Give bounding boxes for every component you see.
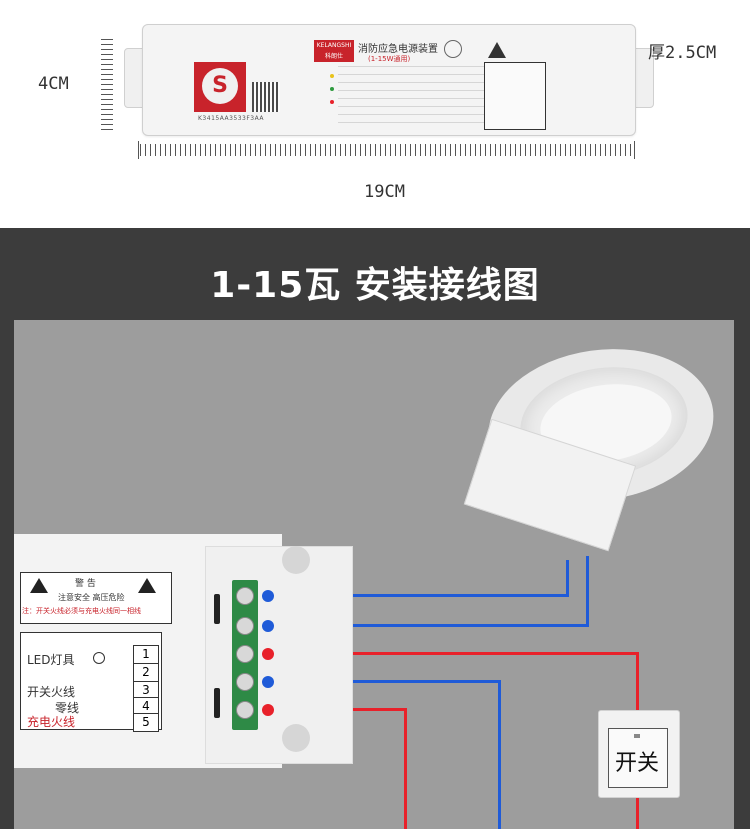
product-sub: (1-15W通用) [368,55,411,63]
device-wiring-label [484,62,546,130]
terminal-screw-5 [236,701,254,719]
product-name: 消防应急电源装置 [358,44,438,55]
vent-slot-top [214,594,220,624]
connector-dot-3 [262,648,274,660]
wire-red-3-down [636,652,639,710]
wire-red-3 [268,652,638,655]
switch-label: 开关 [614,751,659,776]
brand-name: KELANGSHI [316,42,352,49]
legend-row-3-label: 开关火线 [27,685,76,699]
wire-blue-2 [268,624,588,627]
legend-num-3: 3 [133,681,159,700]
terminal-housing [205,546,353,764]
s-logo-icon: S [202,68,238,104]
width-ruler [140,144,634,156]
wire-red-5-down [404,708,407,829]
thickness-label: 厚2.5CM [648,43,717,63]
connector-dot-1 [262,590,274,602]
serial-number: K3415AA3533F3AA [198,115,264,122]
width-label: 19CM [364,182,405,202]
indicator-yellow [330,74,334,78]
terminal-screw-1 [236,587,254,605]
high-voltage-icon [138,578,156,593]
warning-triangle-icon [30,578,48,593]
connector-dot-2 [262,620,274,632]
wire-blue-4 [268,680,500,683]
banner [0,228,750,316]
terminal-screw-3 [236,645,254,663]
height-label: 4CM [38,74,69,94]
banner-title: 1-15瓦 安装接线图 [210,265,540,306]
ccc-cert-icon [444,40,462,58]
switch-rocker [608,728,668,788]
warning-title: 警 告 [75,579,96,589]
indicator-red [330,100,334,104]
fire-cert-icon [488,42,506,58]
connector-dot-4 [262,676,274,688]
wire-blue-2-up [586,556,589,627]
indicator-green [330,87,334,91]
terminal-screw-4 [236,673,254,691]
legend-row-4-label: 零线 [55,701,80,715]
width-ruler-end [634,141,635,159]
wire-red-switch-down [636,796,639,829]
legend-num-5: 5 [133,713,159,732]
diagram-frame-right [734,320,750,829]
lamp-symbol-icon [93,652,105,664]
wire-blue-1 [268,594,568,597]
width-ruler-start [138,141,139,159]
brand-box: KELANGSHI 科朗仕 [314,40,354,62]
legend-num-2: 2 [133,663,159,682]
warning-line-1: 注意安全 高压危险 [58,593,125,602]
wire-blue-4-down [498,680,501,829]
legend-row-1-label: LED灯具 [27,653,75,667]
mount-hole-top [282,546,310,574]
mount-hole-bottom [282,724,310,752]
connector-dot-5 [262,704,274,716]
spec-text-lines [338,66,488,124]
wire-blue-1-up [566,560,569,597]
brand-name-cn: 科朗仕 [324,53,343,60]
legend-row-5-label: 充电火线 [27,715,76,729]
legend-num-1: 1 [133,645,159,664]
height-ruler [101,39,113,131]
vent-slot-bottom [214,688,220,718]
terminal-screw-2 [236,617,254,635]
wiring-legend: LED灯具 1 2 开关火线 3 零线 4 充电火线 5 [20,632,162,732]
switch-indicator [634,734,640,738]
qr-code [252,82,280,112]
warning-line-2: 注：开关火线必须与充电火线同一相线 [22,607,141,615]
